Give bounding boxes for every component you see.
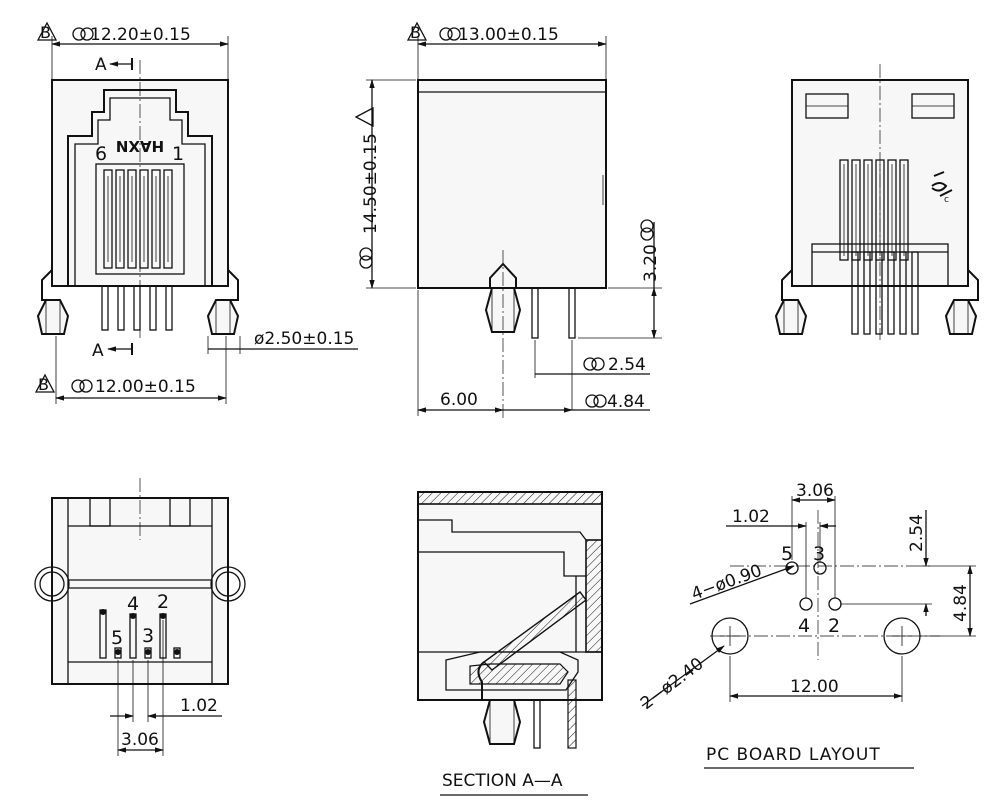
bottom-pin-label-4: 4	[127, 593, 139, 615]
rear-right-post	[944, 299, 978, 335]
pcb-row-pitch-dimension: 2.54	[840, 510, 932, 616]
post-dia-dimension: ø2.50±0.15	[207, 329, 358, 354]
svg-text:4: 4	[798, 615, 810, 637]
datum-label: B	[40, 23, 51, 42]
bottom-pin-label-3: 3	[142, 625, 154, 647]
pcb-span-dimension: 3.06	[791, 481, 836, 598]
pitch-a-label: 2.54	[608, 355, 646, 375]
bottom-pin-label-5: 5	[111, 627, 123, 649]
front-top-width-label: 12.20±0.15	[90, 25, 191, 45]
front-left-post	[36, 299, 70, 335]
datum-triangle-icon	[36, 21, 58, 41]
bottom-pitch-label: 1.02	[180, 696, 218, 716]
pin-label-6: 6	[95, 143, 107, 165]
ul-mark-icon: c	[931, 171, 953, 205]
bottom-pins	[99, 609, 181, 659]
pcb-row-pitch-label: 2.54	[907, 514, 927, 552]
side-height-label: 14.50±0.15	[361, 133, 381, 234]
svg-text:B: B	[410, 23, 421, 42]
pcb-small-hole-callout: 4−ø0.90	[689, 561, 795, 605]
post-offset-label: 6.00	[440, 390, 478, 410]
section-title: SECTION A—A	[442, 771, 563, 791]
standoff-label: 3.20	[641, 244, 661, 282]
pcb-hole-2	[828, 597, 842, 611]
bottom-view: 4 2 5 3 1.02 3.06	[34, 478, 246, 756]
front-top-dimension: B 12.20±0.15	[36, 21, 229, 82]
svg-text:A: A	[92, 341, 104, 361]
pcb-row-offset-label: 4.84	[951, 584, 971, 622]
pcb-small-hole-label: 4−ø0.90	[689, 561, 765, 605]
section-mark-top: A	[95, 55, 133, 75]
contact-window	[95, 163, 185, 275]
side-view: B 13.00±0.15 14.50±0.15	[354, 21, 662, 420]
svg-text:2: 2	[828, 615, 840, 637]
side-body	[417, 79, 607, 289]
bottom-span-dimension: 3.06	[117, 620, 164, 756]
pin-label-1: 1	[172, 143, 184, 165]
pcb-layout-title: PC BOARD LAYOUT	[706, 745, 881, 765]
side-pin-front	[531, 287, 539, 339]
section-post	[482, 699, 522, 745]
front-view: B 12.20±0.15 A	[34, 21, 358, 404]
pcb-span-label: 3.06	[796, 481, 834, 501]
pcb-row-offset-dimension: 4.84	[920, 565, 976, 637]
post-offset-dimension: 6.00 4.84	[417, 290, 650, 416]
pcb-pitch-label: 1.02	[732, 507, 770, 527]
pcb-large-hole-callout: 2−ø2.40	[637, 645, 725, 714]
front-pins	[101, 285, 173, 331]
svg-text:B: B	[38, 375, 49, 394]
pcb-post-hole-left	[711, 617, 749, 655]
rear-pins	[851, 251, 919, 335]
rear-contacts	[839, 159, 909, 261]
bottom-span-label: 3.06	[121, 730, 159, 750]
pcb-post-span-label: 12.00	[790, 677, 839, 697]
section-view: SECTION A—A	[417, 491, 603, 796]
svg-text:5: 5	[781, 543, 793, 565]
pitch-b-label: 4.84	[607, 392, 645, 412]
side-width-label: 13.00±0.15	[458, 25, 559, 45]
bottom-pin-label-2: 2	[157, 591, 169, 613]
front-right-post	[206, 299, 240, 335]
bottom-pitch-dimension: 1.02	[110, 660, 222, 722]
svg-text:A: A	[95, 55, 107, 75]
section-mark-bottom: A	[92, 341, 133, 361]
bottom-right-post	[210, 566, 246, 602]
pcb-large-hole-label: 2−ø2.40	[637, 654, 708, 714]
pitch-a-dimension: 2.54	[534, 340, 650, 410]
side-height-dimension: 14.50±0.15	[354, 79, 416, 289]
pcb-layout: 5 3 4 2 3.06 1.02 2.54	[637, 481, 976, 769]
bottom-left-post	[34, 566, 70, 602]
pcb-post-span-dimension: 12.00	[729, 656, 903, 702]
rear-left-post	[774, 299, 808, 335]
brand-logo: HAXN	[116, 137, 164, 155]
standoff-dimension: 3.20	[578, 219, 662, 339]
svg-text:c: c	[944, 195, 949, 205]
qc-symbol-icon	[72, 27, 86, 41]
pcb-pitch-dimension: 1.02	[726, 507, 836, 598]
front-contacts	[103, 169, 173, 269]
svg-text:3: 3	[813, 543, 825, 565]
pcb-hole-4	[799, 597, 813, 611]
front-bottom-dimension: B 12.00±0.15	[34, 336, 227, 404]
front-bottom-width-label: 12.00±0.15	[95, 377, 196, 397]
side-pin-rear	[568, 287, 576, 339]
rear-view: c	[774, 64, 979, 340]
side-top-dimension: B 13.00±0.15	[406, 21, 607, 82]
post-dia-label: ø2.50±0.15	[254, 329, 354, 349]
